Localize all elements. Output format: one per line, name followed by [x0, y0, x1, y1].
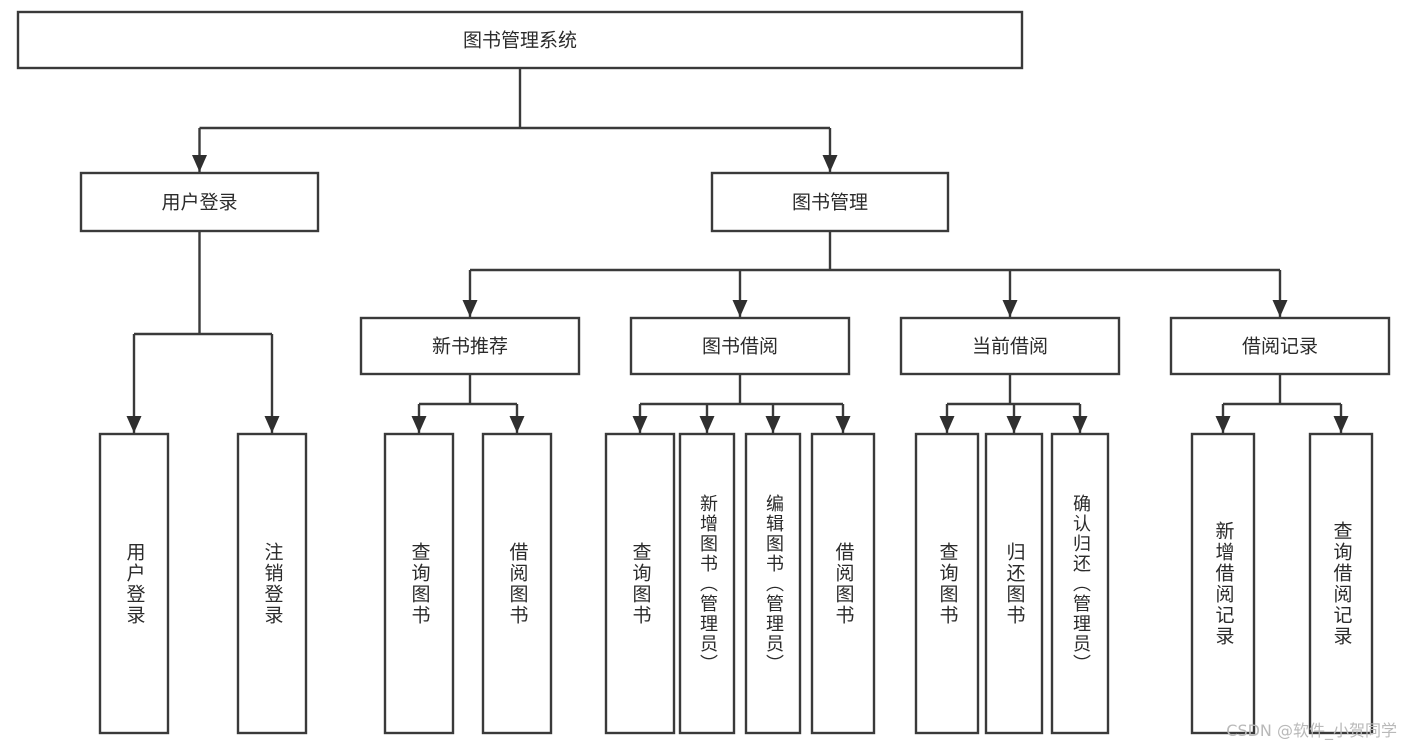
edges-layer [126, 68, 1349, 433]
boxes-layer [16, 10, 1391, 735]
node-leaf-box-10[interactable] [1050, 432, 1110, 735]
node-leaf-label-1: 注销登录 [261, 541, 284, 626]
node-leaf-box-9[interactable] [984, 432, 1044, 735]
node-level2-label-1: 图书管理 [792, 192, 868, 214]
watermark-text: CSDN @软件_小贺同学 [1226, 721, 1397, 740]
node-leaf-box-11[interactable] [1190, 432, 1256, 735]
arrow-head-icon [1333, 416, 1349, 433]
arrow-head-icon [192, 155, 207, 172]
arrow-head-icon [939, 416, 955, 433]
node-level2-box-1[interactable] [710, 171, 950, 233]
arrow-head-icon [1072, 416, 1088, 433]
node-leaf-box-8[interactable] [914, 432, 980, 735]
node-leaf-label-0: 用户登录 [123, 541, 146, 626]
arrow-head-icon [1006, 416, 1022, 433]
arrow-head-icon [509, 416, 525, 433]
node-leaf-label-8: 查询图书 [936, 541, 959, 626]
arrow-head-icon [264, 416, 280, 433]
node-leaf-box-3[interactable] [481, 432, 553, 735]
node-leaf-label-7: 借阅图书 [832, 541, 855, 626]
node-leaf-box-0[interactable] [98, 432, 170, 735]
arrow-head-icon [1215, 416, 1231, 433]
arrow-head-icon [1002, 300, 1018, 317]
node-level3-box-0[interactable] [359, 316, 581, 376]
node-root-box[interactable] [16, 10, 1024, 70]
node-level3-label-1: 图书借阅 [702, 336, 778, 358]
arrow-head-icon [732, 300, 748, 317]
node-level3-box-1[interactable] [629, 316, 851, 376]
node-leaf-box-12[interactable] [1308, 432, 1374, 735]
node-leaf-label-2: 查询图书 [408, 541, 431, 626]
node-leaf-box-7[interactable] [810, 432, 876, 735]
arrow-head-icon [822, 155, 838, 172]
node-root-label: 图书管理系统 [463, 30, 577, 52]
arrow-head-icon [835, 416, 851, 433]
node-leaf-box-2[interactable] [383, 432, 455, 735]
node-leaf-box-6[interactable] [744, 432, 802, 735]
arrow-head-icon [699, 416, 715, 433]
node-level3-label-0: 新书推荐 [432, 336, 508, 358]
node-level2-box-0[interactable] [79, 171, 320, 233]
node-leaf-label-3: 借阅图书 [506, 541, 529, 626]
arrow-head-icon [1272, 300, 1288, 317]
node-level2-label-0: 用户登录 [161, 192, 237, 214]
arrow-head-icon [632, 416, 648, 433]
node-leaf-label-11: 新增借阅记录 [1212, 520, 1235, 647]
arrow-head-icon [126, 416, 142, 433]
node-level3-label-3: 借阅记录 [1242, 336, 1318, 358]
node-leaf-label-4: 查询图书 [629, 541, 652, 626]
node-leaf-label-12: 查询借阅记录 [1330, 520, 1353, 647]
node-level3-label-2: 当前借阅 [972, 336, 1048, 358]
node-level3-box-3[interactable] [1169, 316, 1391, 376]
node-leaf-label-9: 归还图书 [1003, 541, 1026, 626]
node-leaf-label-5: 新增图书（管理员） [697, 493, 718, 674]
node-leaf-label-6: 编辑图书（管理员） [763, 493, 784, 674]
node-leaf-label-10: 确认归还（管理员） [1070, 493, 1091, 674]
node-leaf-box-5[interactable] [678, 432, 736, 735]
arrow-head-icon [765, 416, 781, 433]
node-leaf-box-4[interactable] [604, 432, 676, 735]
arrow-head-icon [411, 416, 427, 433]
node-leaf-box-1[interactable] [236, 432, 308, 735]
arrow-head-icon [462, 300, 478, 317]
node-level3-box-2[interactable] [899, 316, 1121, 376]
